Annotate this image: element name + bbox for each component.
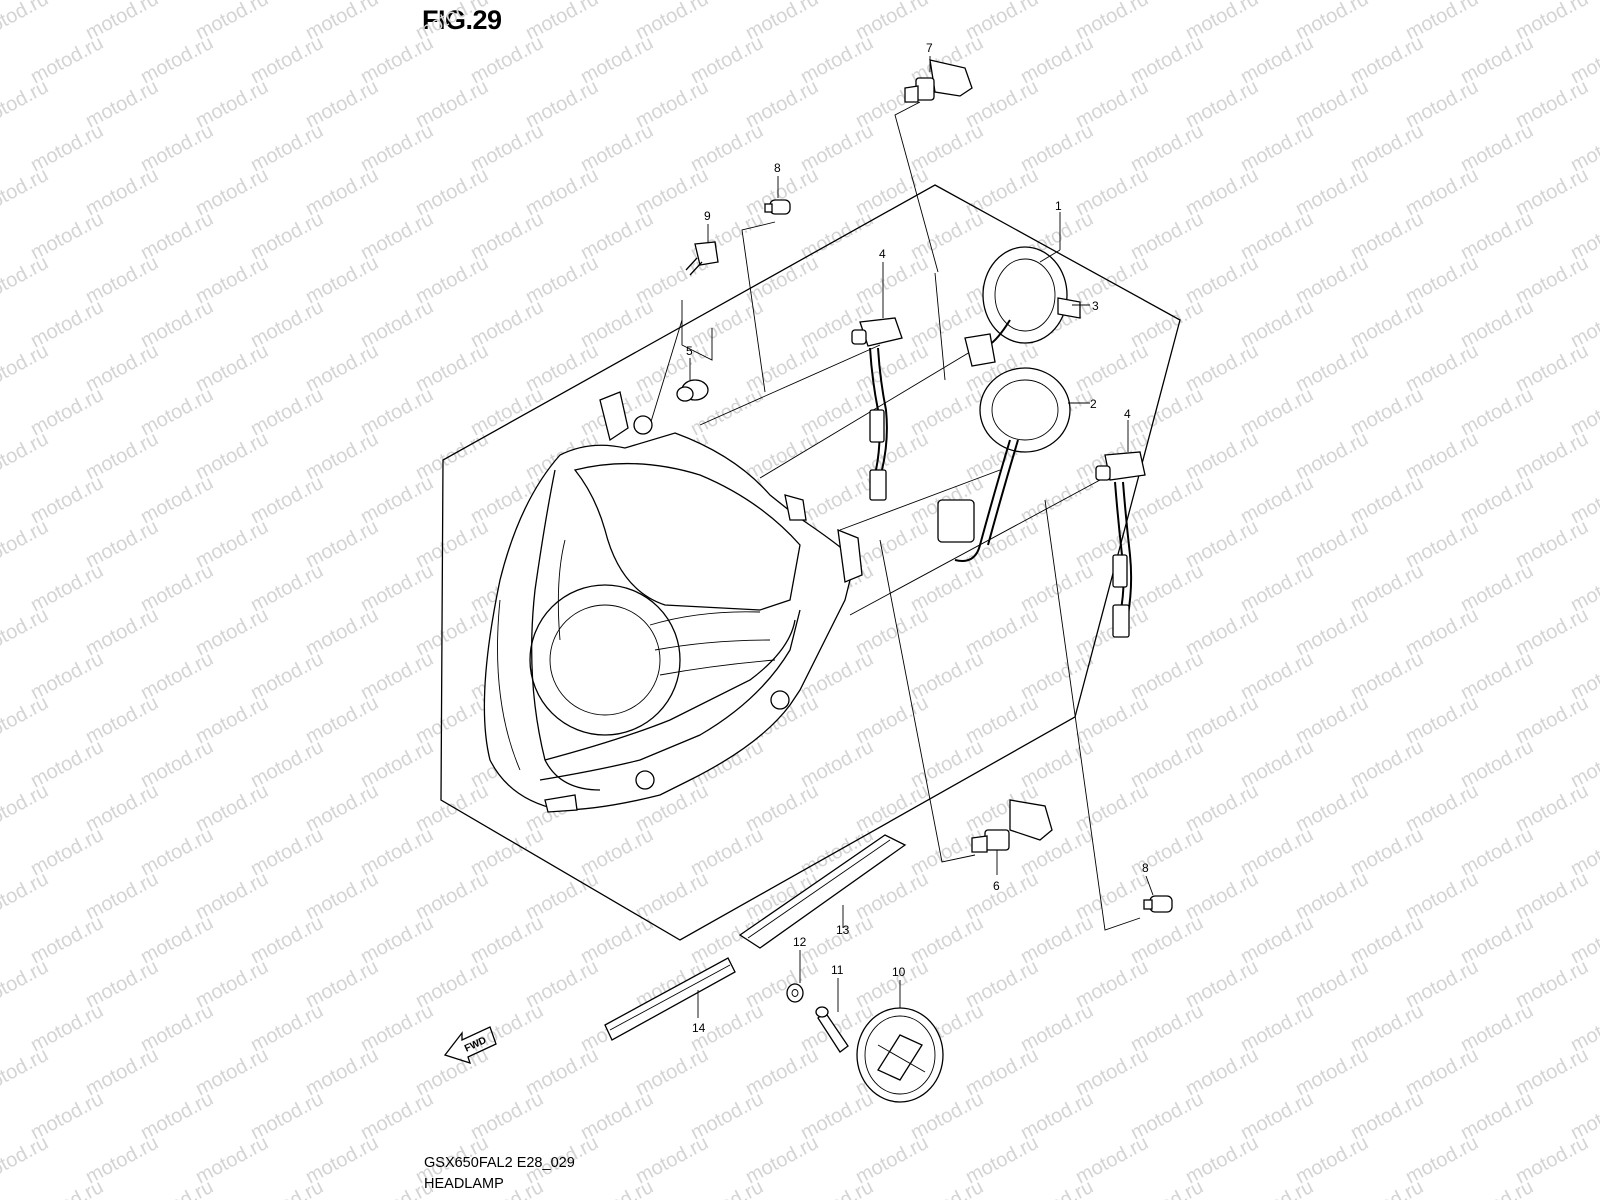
headlamp-housing	[483, 391, 863, 813]
bulb-part-6	[971, 799, 1053, 853]
callout-5: 5	[686, 344, 693, 358]
watermark-text: motod.ru	[0, 1132, 52, 1188]
watermark-text: motod.ru	[0, 604, 52, 660]
watermark-text: motod.ru	[907, 1176, 987, 1200]
figure-caption: HEADLAMP	[424, 1176, 504, 1192]
bulb-part-8-lower	[1143, 895, 1173, 913]
watermark-text: motod.ru	[797, 1176, 877, 1200]
watermark-text: motod.ru	[0, 516, 52, 572]
watermark-text: motod.ru	[0, 340, 52, 396]
trim-strip-part-13	[738, 834, 907, 949]
cap-part-10	[856, 1007, 944, 1103]
watermark-text: motod.ru	[1567, 1176, 1600, 1200]
watermark-text: motod.ru	[0, 780, 52, 836]
watermark-text: motod.ru	[137, 1176, 217, 1200]
callout-14: 14	[692, 1021, 706, 1035]
assembly-boundary	[440, 184, 1181, 941]
watermark-text: motod.ru	[0, 692, 52, 748]
trim-strip-part-14	[604, 957, 736, 1041]
watermark-text: motod.ru	[577, 1176, 657, 1200]
watermark-text: motod.ru	[1347, 1176, 1427, 1200]
watermark-text: motod.ru	[27, 1176, 107, 1200]
bulb-part-8-top	[764, 199, 791, 215]
cover-part-3	[964, 246, 1081, 367]
bulb-part-7	[904, 59, 973, 103]
socket-harness-part-4-lower	[1095, 451, 1146, 638]
watermark-text: motod.ru	[0, 956, 52, 1012]
callout-3: 3	[1092, 299, 1099, 313]
leader-lines	[649, 101, 1141, 931]
callout-leaders	[689, 56, 1154, 1018]
dust-cover-part-2	[937, 367, 1071, 562]
callout-4b: 4	[1124, 407, 1131, 421]
socket-harness-part-4-upper	[851, 317, 903, 501]
watermark-text: motod.ru	[0, 428, 52, 484]
watermark-text: motod.ru	[1457, 1176, 1537, 1200]
callout-2: 2	[1090, 397, 1097, 411]
model-code-label: GSX650FAL2 E28_029	[424, 1155, 575, 1171]
screw-part-9	[685, 241, 719, 276]
watermark-text: motod.ru	[0, 76, 52, 132]
callout-13: 13	[836, 923, 850, 937]
callout-numbers: 1 2 3 4 4 5 6 7 8 8 9 10 11 12 13 14	[686, 41, 1149, 1035]
watermark-text: motod.ru	[0, 164, 52, 220]
watermark-text: motod.ru	[0, 1044, 52, 1100]
callout-4a: 4	[879, 247, 886, 261]
washer-part-12	[786, 983, 804, 1003]
callout-12: 12	[793, 935, 807, 949]
callout-6: 6	[993, 879, 1000, 893]
pin-part-11	[815, 1006, 849, 1053]
watermark-text: motod.ru	[247, 1176, 327, 1200]
watermark-text: motod.ru	[1127, 1176, 1207, 1200]
watermark-text: motod.ru	[0, 252, 52, 308]
watermark-text: motod.ru	[687, 1176, 767, 1200]
watermark-text: motod.ru	[1237, 1176, 1317, 1200]
callout-8b: 8	[1142, 861, 1149, 875]
watermark-text: motod.ru	[1017, 1176, 1097, 1200]
callout-1: 1	[1055, 199, 1062, 213]
callout-8a: 8	[774, 161, 781, 175]
callout-7: 7	[926, 41, 933, 55]
watermark-text: motod.ru	[0, 0, 52, 44]
callout-10: 10	[892, 965, 906, 979]
grommet-part-5	[676, 379, 709, 402]
callout-11: 11	[831, 963, 844, 977]
callout-9: 9	[704, 209, 711, 223]
watermark-text: motod.ru	[0, 868, 52, 924]
figure-title: FIG.29	[422, 5, 502, 35]
